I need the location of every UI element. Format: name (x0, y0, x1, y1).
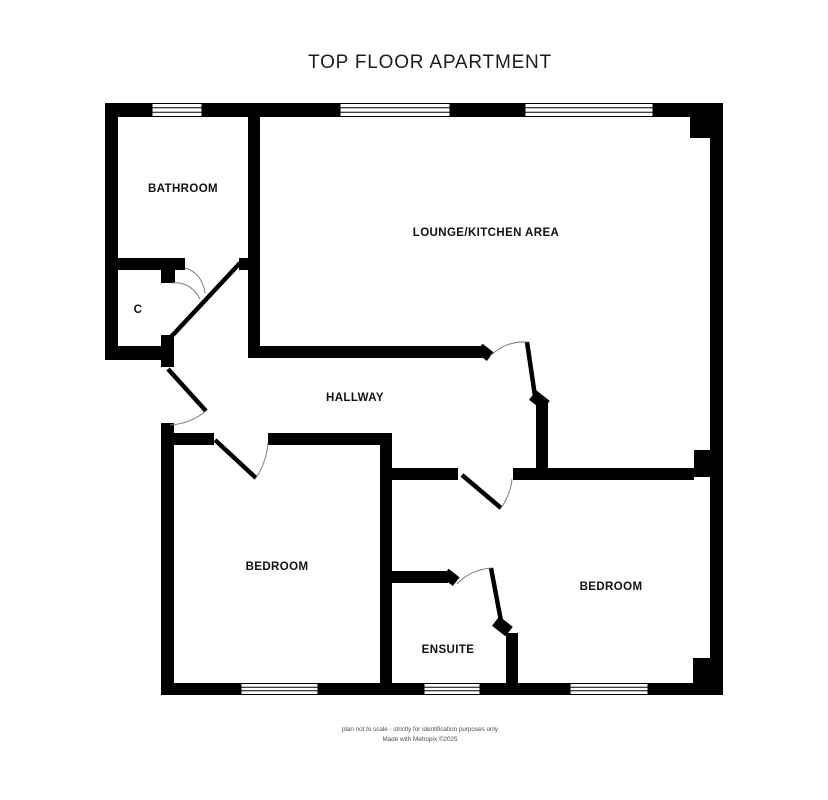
room-label-ensuite: ENSUITE (422, 644, 475, 656)
doors (166, 261, 538, 622)
room-labels: BATHROOM LOUNGE/KITCHEN AREA C HALLWAY B… (134, 183, 643, 656)
wall-bathroom-bottom (118, 258, 185, 270)
ensuite-wall-end-cap (441, 568, 460, 587)
door-bedroom-left (213, 438, 269, 480)
room-label-cupboard: C (134, 304, 143, 316)
window-bedroom-left (240, 683, 319, 695)
footer: plan not to scale - strictly for identif… (342, 726, 499, 743)
window-bedroom-right (569, 683, 649, 695)
corner-block-top-right (690, 117, 723, 138)
wall-ensuite-right (506, 633, 518, 695)
door-lounge (489, 341, 538, 397)
window-lounge-2 (524, 103, 654, 117)
door-ensuite (456, 567, 504, 622)
wall-lounge-bottom (248, 346, 486, 358)
wall-bathroom-lounge-divider (248, 117, 260, 358)
wall-ensuite-top (392, 571, 448, 583)
wall-left-upper (105, 103, 118, 360)
wall-bedroom-left-top-b (268, 433, 380, 445)
wall-bedroom-ensuite-divider (380, 433, 392, 695)
room-label-hallway: HALLWAY (326, 392, 384, 404)
wall-hall-south-b (513, 468, 694, 480)
entry-door-jamb (161, 335, 174, 367)
wall-cupboard-bottom (105, 346, 174, 360)
room-label-bedroom-right: BEDROOM (580, 581, 643, 593)
footer-credit: Made with Metropix ©2025 (383, 735, 458, 743)
door-bathroom-cupboard (168, 261, 242, 340)
door-bedroom-right (460, 473, 513, 510)
windows (151, 103, 654, 695)
wall-hall-stub (536, 402, 548, 478)
door-entry (166, 367, 208, 426)
wall-bedroom-left (161, 423, 174, 695)
room-label-bathroom: BATHROOM (148, 183, 218, 195)
window-bathroom (151, 103, 203, 117)
footer-disclaimer: plan not to scale - strictly for identif… (342, 726, 499, 733)
lounge-wall-end-cap (475, 343, 494, 362)
window-lounge-1 (339, 103, 451, 117)
lounge-wall-jamb (239, 258, 248, 270)
wall-hall-south-a (392, 468, 458, 480)
wall-right (710, 103, 723, 695)
room-label-bedroom-left: BEDROOM (246, 561, 309, 573)
interior-walls (118, 117, 694, 695)
ensuite-door-jamb (492, 616, 513, 637)
page-title: TOP FLOOR APARTMENT (308, 52, 552, 73)
room-label-lounge-kitchen: LOUNGE/KITCHEN AREA (413, 227, 559, 239)
wall-bedroom-left-top-a (174, 433, 214, 445)
corner-block-bottom-right (693, 658, 712, 685)
bathroom-door-jamb (161, 270, 175, 283)
window-ensuite (423, 683, 481, 695)
pillar-right-middle (694, 450, 712, 477)
